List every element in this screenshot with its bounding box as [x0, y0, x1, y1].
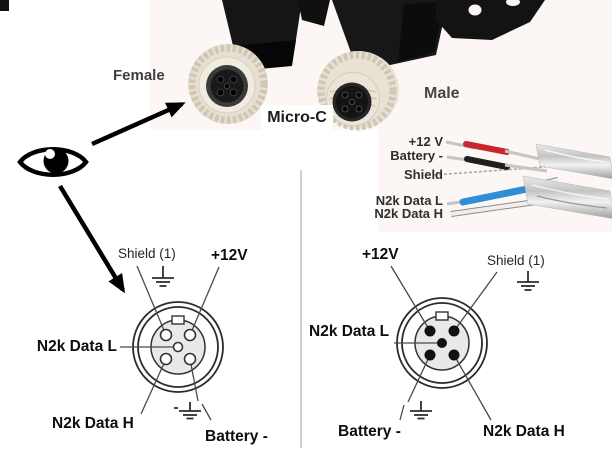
mounting-flange-photo [436, 0, 545, 40]
wire-label-data-h: N2k Data H [374, 206, 443, 221]
battery-wire [446, 155, 548, 173]
wire-label-shield: Shield [403, 167, 443, 182]
pin-data-h [448, 349, 460, 361]
female-shield-label: Shield (1) [118, 246, 176, 261]
pin-data-l [172, 341, 184, 353]
arrow-to-pinout [58, 184, 126, 294]
male-data-l-label: N2k Data L [309, 323, 390, 340]
female-photo-label: Female [113, 67, 165, 84]
pin-battery [183, 352, 197, 366]
male-power-label: +12V [362, 246, 399, 263]
ground-icon [174, 402, 201, 420]
pin-battery [424, 349, 436, 361]
wire-label-power: +12 V [408, 134, 443, 149]
ground-icon [152, 266, 174, 287]
pin-shield [159, 328, 173, 342]
keyway-notch [435, 311, 449, 321]
cable-photo [433, 140, 612, 219]
female-data-l-label: N2k Data L [36, 338, 117, 355]
male-photo-pins [341, 91, 363, 113]
ground-icon [517, 271, 539, 291]
wire-label-data-l: N2k Data L [375, 193, 443, 208]
male-connector-photo [317, 0, 545, 131]
male-pins [424, 325, 460, 361]
arrow-to-photo [91, 101, 186, 147]
wire-label-battery: Battery - [390, 148, 443, 163]
female-pinout-drawing [120, 265, 224, 421]
keyway-notch [171, 315, 185, 325]
male-leader-lines [390, 265, 498, 421]
pin-shield [448, 325, 460, 337]
connector-type-label: Micro-C [261, 105, 333, 130]
male-data-h-label: N2k Data H [483, 423, 565, 440]
pin-data-l [437, 338, 447, 348]
female-data-h-label: N2k Data H [52, 415, 134, 432]
male-shield-label: Shield (1) [487, 253, 545, 268]
eye-icon [17, 147, 89, 177]
male-photo-label: Male [424, 85, 460, 102]
pin-data-h [159, 352, 173, 366]
female-pins [159, 328, 197, 366]
male-pinout-drawing [390, 265, 539, 421]
female-leader-lines [120, 265, 220, 421]
female-power-label: +12V [211, 247, 248, 264]
female-photo-holes [216, 75, 238, 97]
pin-power [183, 328, 197, 342]
male-battery-label: Battery - [338, 423, 401, 440]
ground-icon [410, 401, 432, 420]
female-connector-photo [188, 0, 330, 124]
pin-power [424, 325, 436, 337]
female-battery-label: Battery - [205, 428, 268, 445]
foil-shield-photo [522, 143, 612, 219]
